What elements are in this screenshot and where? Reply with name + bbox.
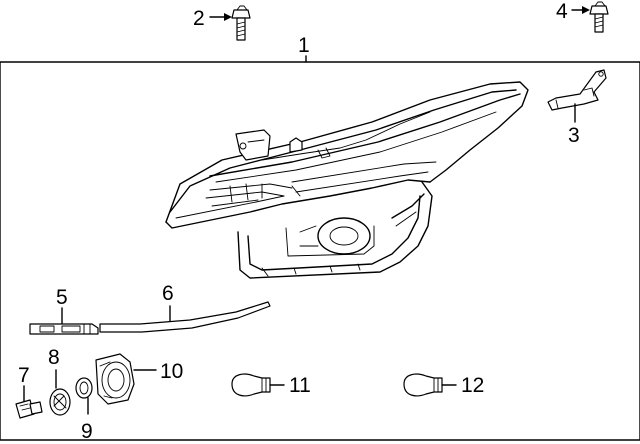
part-8-socket: 8 bbox=[48, 346, 71, 416]
part-10-bulb-socket: 10 bbox=[95, 353, 183, 405]
callout-6: 6 bbox=[162, 282, 174, 305]
callout-7: 7 bbox=[18, 364, 30, 387]
part-12-bulb: 12 bbox=[403, 373, 484, 397]
callout-8: 8 bbox=[48, 346, 60, 369]
callout-9: 9 bbox=[81, 420, 93, 443]
callout-1: 1 bbox=[298, 34, 310, 57]
callout-3: 3 bbox=[568, 124, 580, 147]
callout-11: 11 bbox=[289, 374, 311, 397]
callout-10: 10 bbox=[160, 360, 183, 383]
callout-5: 5 bbox=[56, 286, 68, 309]
part-3-bracket: 3 bbox=[547, 69, 607, 147]
callout-4: 4 bbox=[556, 0, 568, 23]
part-7-adjuster: 7 bbox=[15, 364, 43, 419]
part-11-bulb: 11 bbox=[231, 373, 311, 397]
part-6-trim-strip: 6 bbox=[99, 282, 271, 333]
callout-12: 12 bbox=[461, 374, 484, 397]
part-9-cap: 9 bbox=[75, 377, 93, 443]
assembly-frame bbox=[0, 61, 640, 441]
part-2-bolt: 2 bbox=[193, 5, 251, 41]
callout-2: 2 bbox=[193, 7, 205, 30]
part-5-clip: 5 bbox=[29, 286, 99, 335]
part-4-bolt: 4 bbox=[556, 0, 609, 33]
headlamp-assembly bbox=[165, 81, 529, 279]
